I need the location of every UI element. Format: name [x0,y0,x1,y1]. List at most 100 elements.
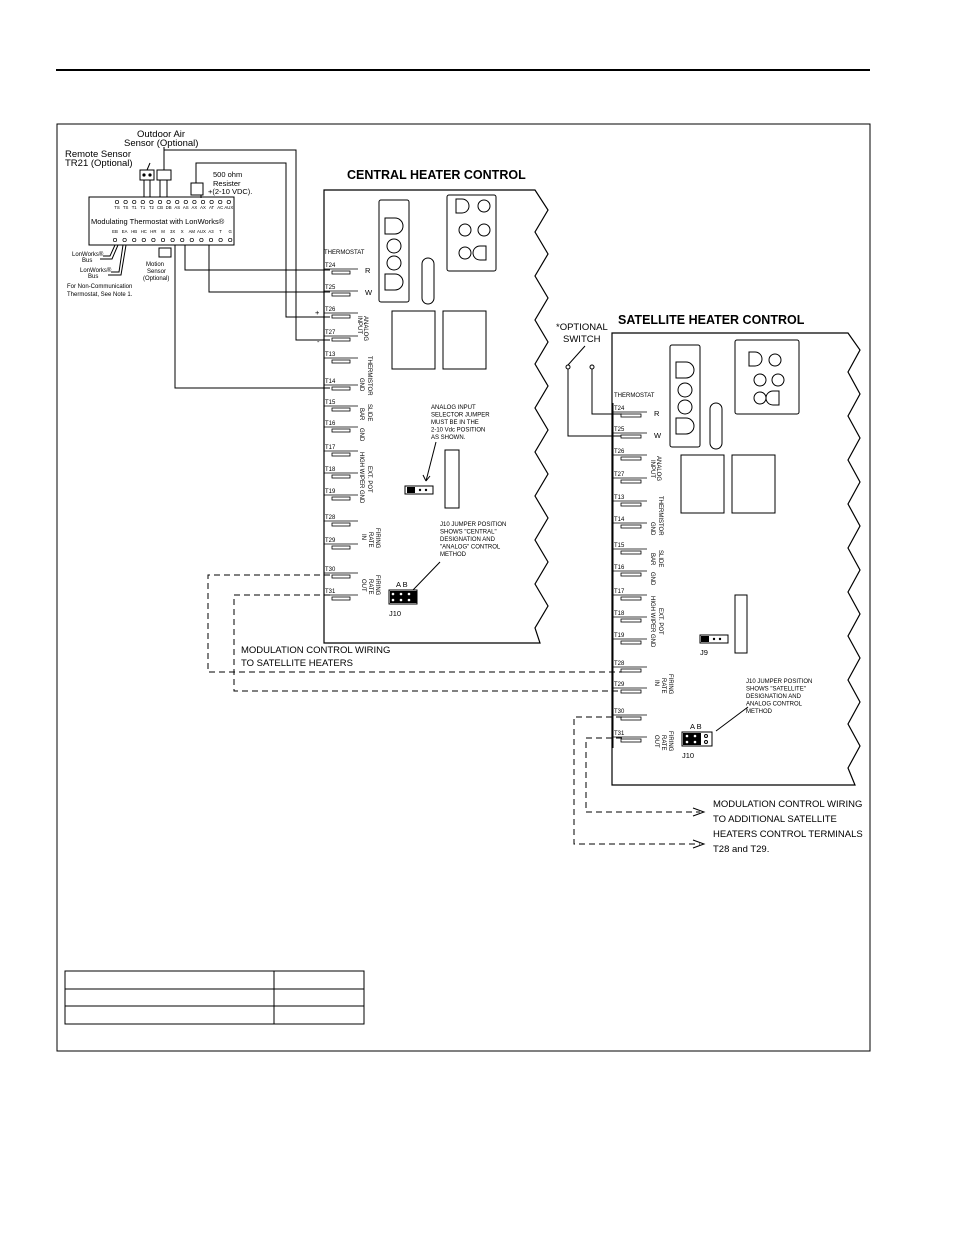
thermostat-terminal-label: HR [150,229,156,234]
thermostat-title: Modulating Thermostat with LonWorks® [91,217,225,226]
modulation-central-label-2: TO SATELLITE HEATERS [241,658,353,669]
modulation-central-label: MODULATION CONTROL WIRING [241,645,390,656]
central-label-bar: BAR [358,408,364,421]
terminal-label: T27 [325,330,336,336]
sat-label-rate-1: RATE [660,678,666,694]
thermostat-terminal [141,237,146,243]
lonworks-label-1: LonWorks® [72,251,104,258]
central-label-gnd-1: GND [358,378,364,392]
terminal-pin [620,668,642,673]
note-line: SELECTOR JUMPER [431,413,490,419]
thermostat-terminal-label: CB [157,205,163,210]
sat-label-firing-1: FIRING [667,674,673,695]
thermostat-terminal-label: AM [189,229,196,234]
terminal-pin [620,640,642,645]
note-line: SHOWS "SATELLITE" [746,687,806,693]
central-j10-ab: A B [396,580,408,589]
note-label: For Non-Communication [67,284,132,290]
terminal-label: T28 [325,515,336,521]
terminal-pin [620,596,642,601]
terminal-pin [331,359,351,364]
satellite-board-outline [611,332,861,786]
terminal-label: T17 [614,589,625,595]
sat-label-in: IN [653,680,659,686]
terminal-label: T29 [325,538,336,544]
central-label-firing-2: FIRING [374,575,380,596]
optional-switch-label: *OPTIONAL [556,322,608,333]
central-thermostat-label: THERMOSTAT [324,250,365,256]
terminal-label: T15 [325,400,336,406]
thermostat-terminal [166,199,171,205]
thermostat-terminal [200,199,206,205]
diagram-frame [56,123,871,1052]
terminal-pin [331,428,351,433]
satellite-thermostat-label: THERMOSTAT [614,393,655,399]
terminal-pin [331,596,351,601]
terminal-pin [331,545,351,550]
central-heater-control: CENTRAL HEATER CONTROL THERMOSTAT T24T25… [323,168,549,644]
sat-label-gnd-2: GND [649,572,655,586]
terminal-label: T27 [614,472,625,478]
thermostat-terminal [218,237,223,243]
thermostat-terminal [226,199,231,205]
central-label-w: W [365,288,373,297]
terminal-pin [620,618,642,623]
outdoor-air-label: Outdoor Air [137,129,185,140]
terminal-pin [620,456,642,461]
thermostat-terminal-label: AS [183,205,189,210]
terminal-label: T18 [325,467,336,473]
sat-label-w: W [654,431,662,440]
sat-label-r: R [654,409,660,418]
thermostat-terminal [140,199,145,205]
legend-table [64,970,365,1025]
central-label-gnd-2: GND [358,428,364,442]
thermostat-terminal-label: AUX [224,205,233,210]
sat-label-high-wiper-gnd: HIGH WIPER GND [649,596,655,648]
terminal-label: T18 [614,611,625,617]
motion-sensor-label: Motion [146,262,164,268]
sat-j9-label: J9 [700,648,708,657]
thermostat-terminal [209,199,214,205]
central-label-rate-1: RATE [367,532,373,548]
terminal-pin [331,574,351,579]
thermostat-terminal-label: T2 [149,205,155,210]
thermostat-wiring: + - [163,147,330,389]
sat-label-bar: BAR [649,553,655,566]
terminal-label: T30 [614,709,625,715]
thermostat-terminal-label: AX [192,205,198,210]
central-label-thermistor: THERMISTOR [366,356,372,396]
note-line: METHOD [440,552,467,558]
central-label-out: OUT [360,579,366,592]
satellite-title: SATELLITE HEATER CONTROL [618,313,805,327]
terminal-label: T25 [614,427,625,433]
terminal-label: T25 [325,285,336,291]
thermostat-terminal-label: DB [166,205,172,210]
terminal-pin [331,474,351,479]
sat-label-rate-2: RATE [660,735,666,751]
terminal-pin [331,386,351,391]
resistor-label: 500 ohm [213,170,242,179]
thermostat-terminal-label: A3 [208,229,214,234]
resistor-label-2: Resister [213,179,241,188]
thermostat-terminal-label: AT [209,205,215,210]
satellite-heater-control: SATELLITE HEATER CONTROL THERMOSTAT T24T… [611,313,861,786]
thermostat-terminal-label: AX [200,205,206,210]
thermostat-terminal [170,237,175,243]
thermostat-terminal-label: EA [122,229,128,234]
sat-label-input: INPUT [649,460,655,478]
central-terminal-strip: T24T25T26T27T13T14T15T16T17T18T19T28T29T… [323,260,358,606]
central-label-analog: ANALOG [362,316,368,341]
motion-sensor-label-3: (Optional) [143,276,169,282]
thermostat-terminal-label: T1 [140,205,146,210]
thermostat-terminal [157,199,163,205]
thermostat-terminal [199,237,204,243]
terminal-label: T13 [614,495,625,501]
terminal-pin [331,407,351,412]
wire-plus-label: + [315,308,320,317]
lonworks-label-1b: Bus [82,258,92,264]
thermostat-terminal-label: HB [131,229,137,234]
terminal-label: T24 [614,406,625,412]
